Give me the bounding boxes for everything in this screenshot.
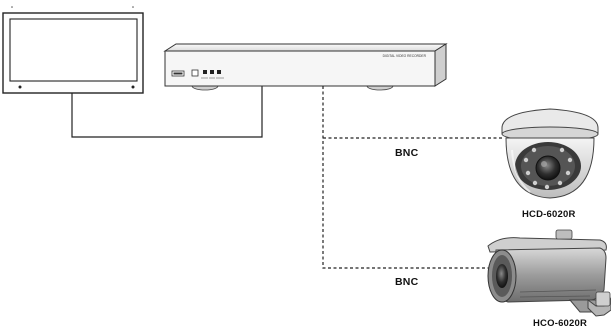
bullet-camera-model: HCO-6020R [533, 318, 588, 329]
bnc-label-bullet: BNC [395, 276, 419, 288]
monitor-screen [9, 18, 138, 82]
dvr-brand-text: DIGITAL VIDEO RECORDER [383, 54, 427, 58]
bnc-label-dome: BNC [395, 147, 419, 159]
dvr-side [434, 43, 447, 87]
led-2 [210, 70, 214, 74]
dvr-top [163, 43, 448, 52]
video-cable [71, 85, 263, 138]
dvr-front-panel [164, 50, 436, 87]
bnc-cables [322, 86, 504, 269]
monitor [2, 6, 144, 94]
monitor-led-right [131, 85, 135, 89]
power-button [191, 69, 199, 77]
monitor-led-left [18, 85, 22, 89]
bnc-cable-bullet [322, 86, 500, 269]
dome-camera-model: HCD-6020R [522, 209, 576, 220]
led-1 [203, 70, 207, 74]
dome-camera-icon [501, 108, 599, 199]
bullet-camera-icon [487, 229, 611, 317]
led-3 [217, 70, 221, 74]
dvr-recorder: DIGITAL VIDEO RECORDER [163, 43, 448, 91]
